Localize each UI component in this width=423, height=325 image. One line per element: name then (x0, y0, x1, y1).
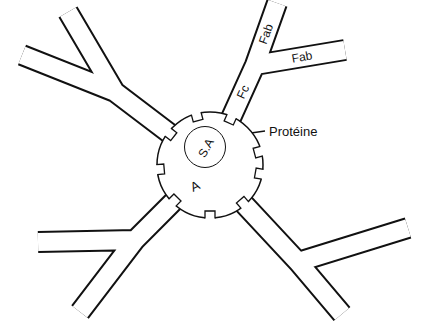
protein-gear: AS.A (155, 110, 265, 220)
fragment-label: Fab (291, 49, 313, 64)
antibody-outlines (22, 3, 408, 314)
part-label: Protéine (268, 124, 318, 139)
bacterium-circle: S.A (184, 126, 226, 168)
node-label: S.A (196, 137, 216, 160)
